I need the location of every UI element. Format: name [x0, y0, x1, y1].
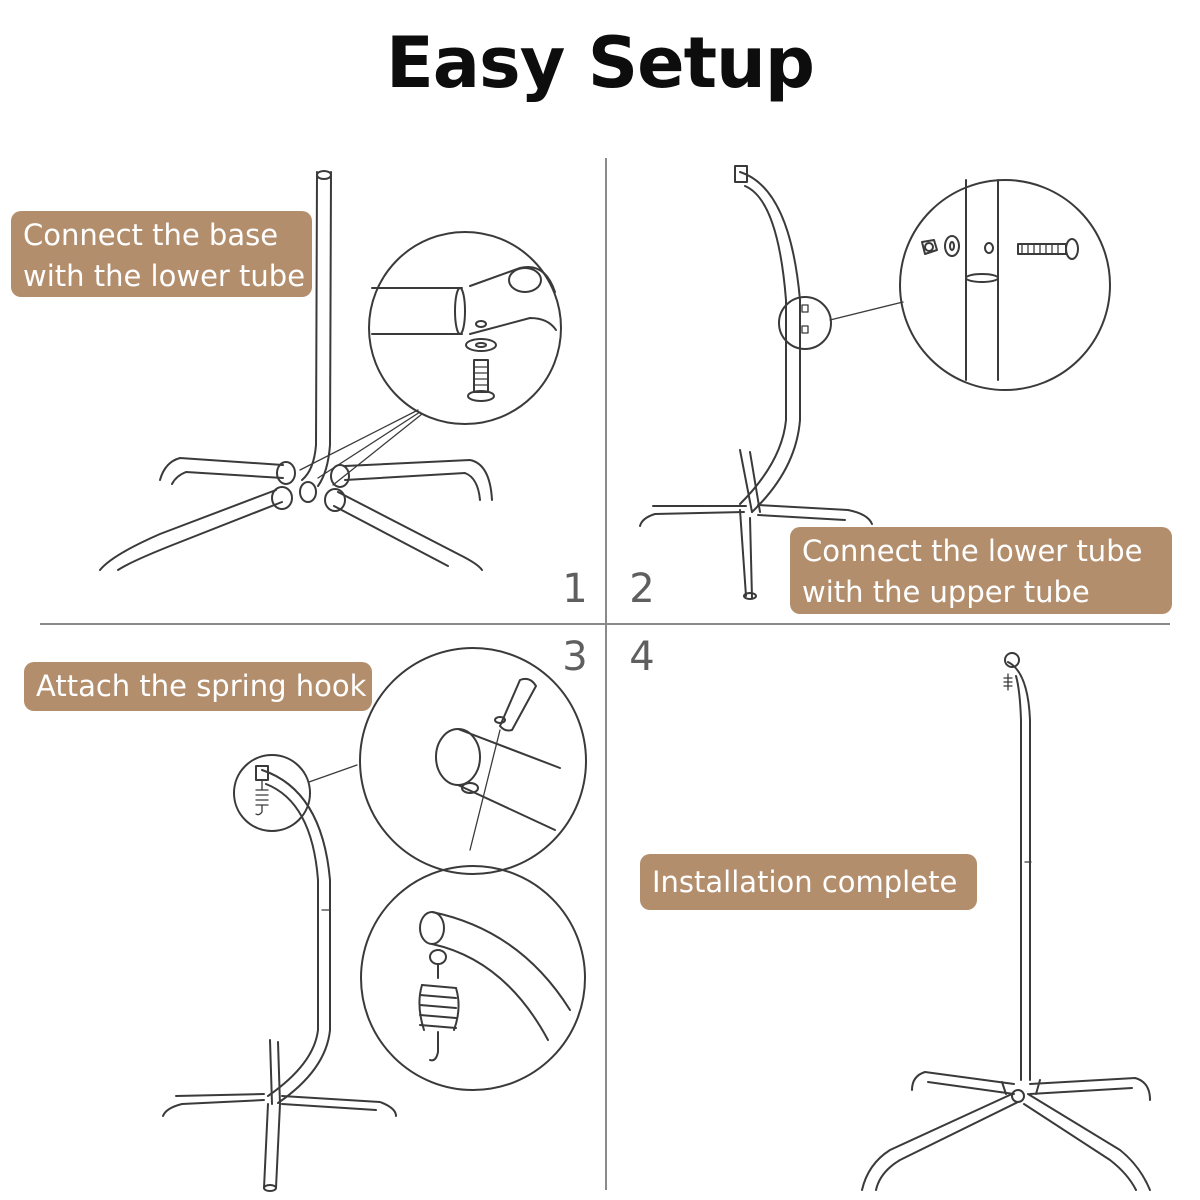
step-2-label-line1: Connect the lower tube	[802, 534, 1143, 568]
step-1-label-line1: Connect the base	[23, 218, 279, 252]
step-3-zoom-circle-bolt	[359, 647, 587, 875]
step-1-label: Connect the base with the lower tube	[11, 211, 312, 297]
step-4-stand-drawing	[861, 652, 1151, 1191]
step-number-2: 2	[629, 566, 655, 612]
step-2-label: Connect the lower tube with the upper tu…	[790, 527, 1172, 614]
horizontal-divider	[40, 623, 1170, 625]
step-3-zoom-circle-spring	[360, 865, 586, 1091]
vertical-divider	[605, 158, 607, 1190]
step-2-label-line2: with the upper tube	[802, 575, 1090, 609]
step-2-zoom-circle	[899, 179, 1111, 391]
step-3-stand-drawing	[162, 754, 397, 1192]
step-number-1: 1	[562, 566, 588, 612]
page-title: Easy Setup	[385, 22, 815, 104]
step-number-3: 3	[562, 634, 588, 680]
step-2-stand-drawing	[639, 165, 904, 600]
step-4-label: Installation complete	[640, 854, 977, 910]
step-1-label-line2: with the lower tube	[23, 259, 306, 293]
step-1-stand-drawing	[99, 170, 493, 571]
step-3-label: Attach the spring hook	[24, 662, 372, 711]
step-1-zoom-circle	[368, 231, 562, 425]
step-number-4: 4	[629, 634, 655, 680]
